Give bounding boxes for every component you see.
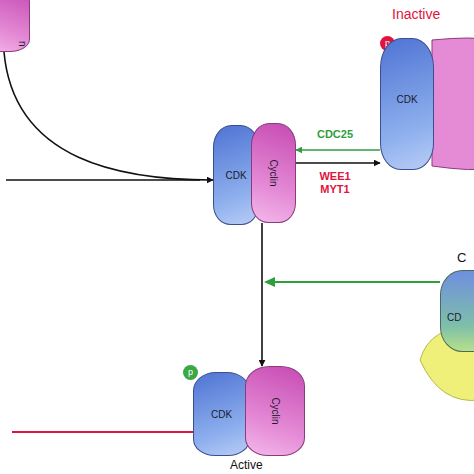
- cak-box: CD: [440, 270, 474, 352]
- enzyme-label: WEE1 MYT1: [315, 170, 355, 196]
- connector-arrow: [4, 52, 213, 180]
- cyclin-fragment: [432, 38, 474, 170]
- connector-arrow: [296, 162, 380, 164]
- connector-arrow: [261, 223, 263, 366]
- connector-arrow: [296, 149, 380, 151]
- state-label: Inactive: [392, 6, 440, 22]
- activation-arrow: [270, 281, 440, 283]
- cyclin-box: Cyclin: [251, 123, 296, 223]
- node-text: CDK: [381, 93, 433, 104]
- enzyme-label: CDC25: [313, 128, 357, 141]
- node-text: CDK: [194, 409, 249, 420]
- cdk-box: CDK: [193, 372, 250, 456]
- inhibition-line: [12, 431, 208, 433]
- node-text: n: [17, 41, 28, 47]
- node-text: Cyclin: [270, 397, 281, 424]
- state-label: Active: [230, 458, 263, 472]
- node-text: p: [188, 368, 193, 377]
- node-text: CD: [447, 312, 461, 323]
- arrow-head: [264, 277, 275, 287]
- cyclin-box: n: [0, 0, 30, 52]
- complex-label: C: [457, 250, 466, 265]
- cdk-box: CDK: [380, 38, 434, 170]
- phosphate-dot: p: [183, 365, 198, 380]
- input-line: [6, 179, 200, 181]
- node-text: Cyclin: [268, 159, 279, 186]
- cyclin-box: Cyclin: [245, 366, 305, 456]
